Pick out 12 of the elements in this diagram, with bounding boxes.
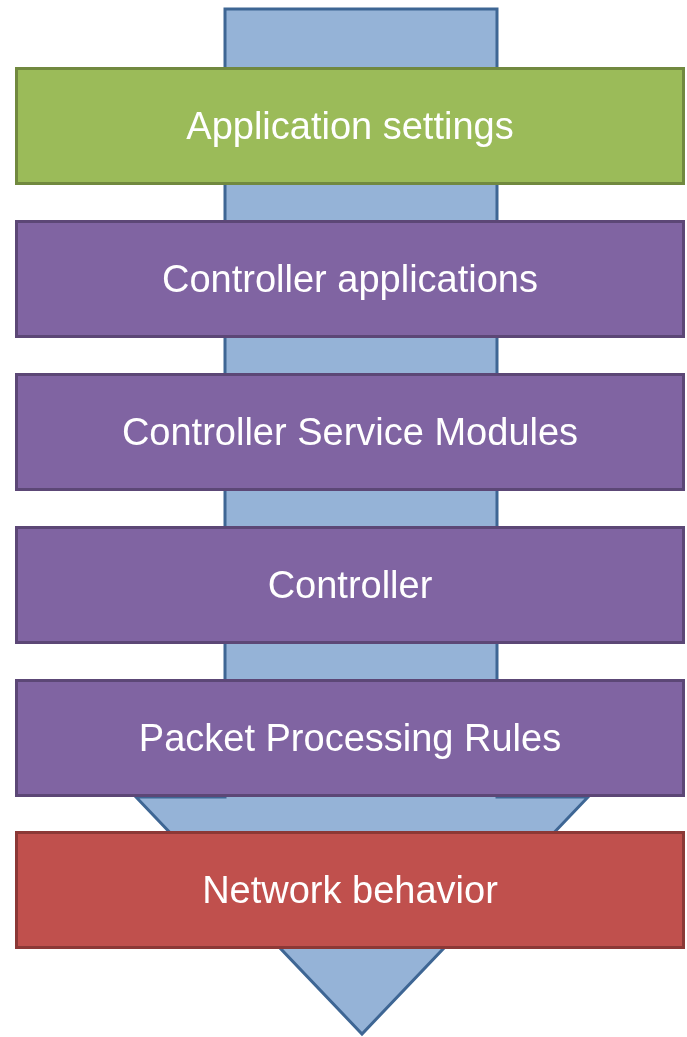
layer-box bbox=[15, 67, 685, 185]
layer-box bbox=[15, 526, 685, 644]
layer-box bbox=[15, 220, 685, 338]
layer-label: Application settings bbox=[186, 104, 514, 148]
layer-box bbox=[15, 373, 685, 491]
layer-label: Packet Processing Rules bbox=[138, 716, 562, 760]
layer-box bbox=[15, 679, 685, 797]
layer-label: Controller applications bbox=[162, 257, 538, 301]
layer-box bbox=[15, 831, 685, 949]
layer-label: Controller Service Modules bbox=[121, 410, 579, 454]
layer-label: Network behavior bbox=[202, 868, 498, 912]
layer-label: Controller bbox=[267, 563, 433, 607]
